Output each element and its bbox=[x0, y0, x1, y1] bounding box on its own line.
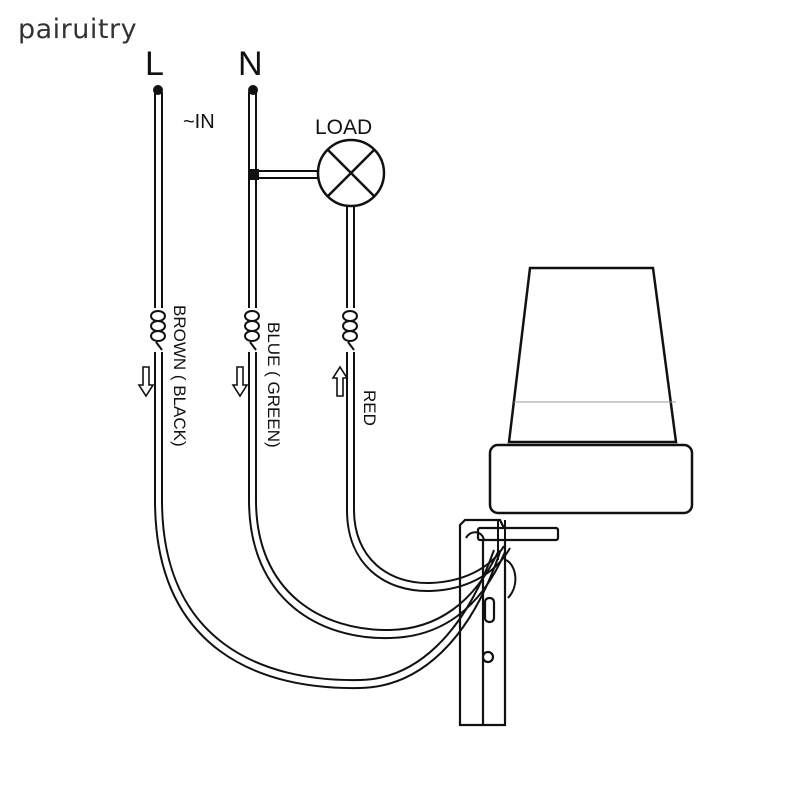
red-wire-label: RED bbox=[360, 390, 379, 426]
n-to-load-wire bbox=[249, 169, 318, 180]
blue-wire-lower bbox=[248, 352, 506, 640]
connector-brown bbox=[150, 310, 166, 351]
red-wire-lower bbox=[346, 352, 511, 593]
blue-wire-label: BLUE ( GREEN) bbox=[264, 322, 283, 448]
wire-clip bbox=[465, 520, 517, 599]
watermark: pairuitry bbox=[18, 14, 138, 45]
load-lamp-icon bbox=[316, 138, 386, 208]
brown-wire-lower bbox=[154, 352, 501, 690]
l-wire-upper bbox=[154, 92, 163, 308]
sensor-housing bbox=[488, 266, 694, 515]
terminal-l-label: L bbox=[145, 45, 164, 83]
brown-wire-label: BROWN ( BLACK) bbox=[170, 305, 189, 447]
load-wire-down bbox=[346, 206, 355, 308]
arrow-up-red-icon bbox=[331, 365, 349, 397]
terminal-n-label: N bbox=[238, 45, 263, 83]
arrow-down-brown-icon bbox=[137, 366, 155, 398]
input-label: ~IN bbox=[183, 111, 215, 133]
connector-red bbox=[342, 310, 358, 351]
n-wire-upper bbox=[248, 92, 257, 308]
connector-blue bbox=[244, 310, 260, 351]
arrow-down-blue-icon bbox=[231, 366, 249, 398]
load-label: LOAD bbox=[315, 116, 372, 139]
